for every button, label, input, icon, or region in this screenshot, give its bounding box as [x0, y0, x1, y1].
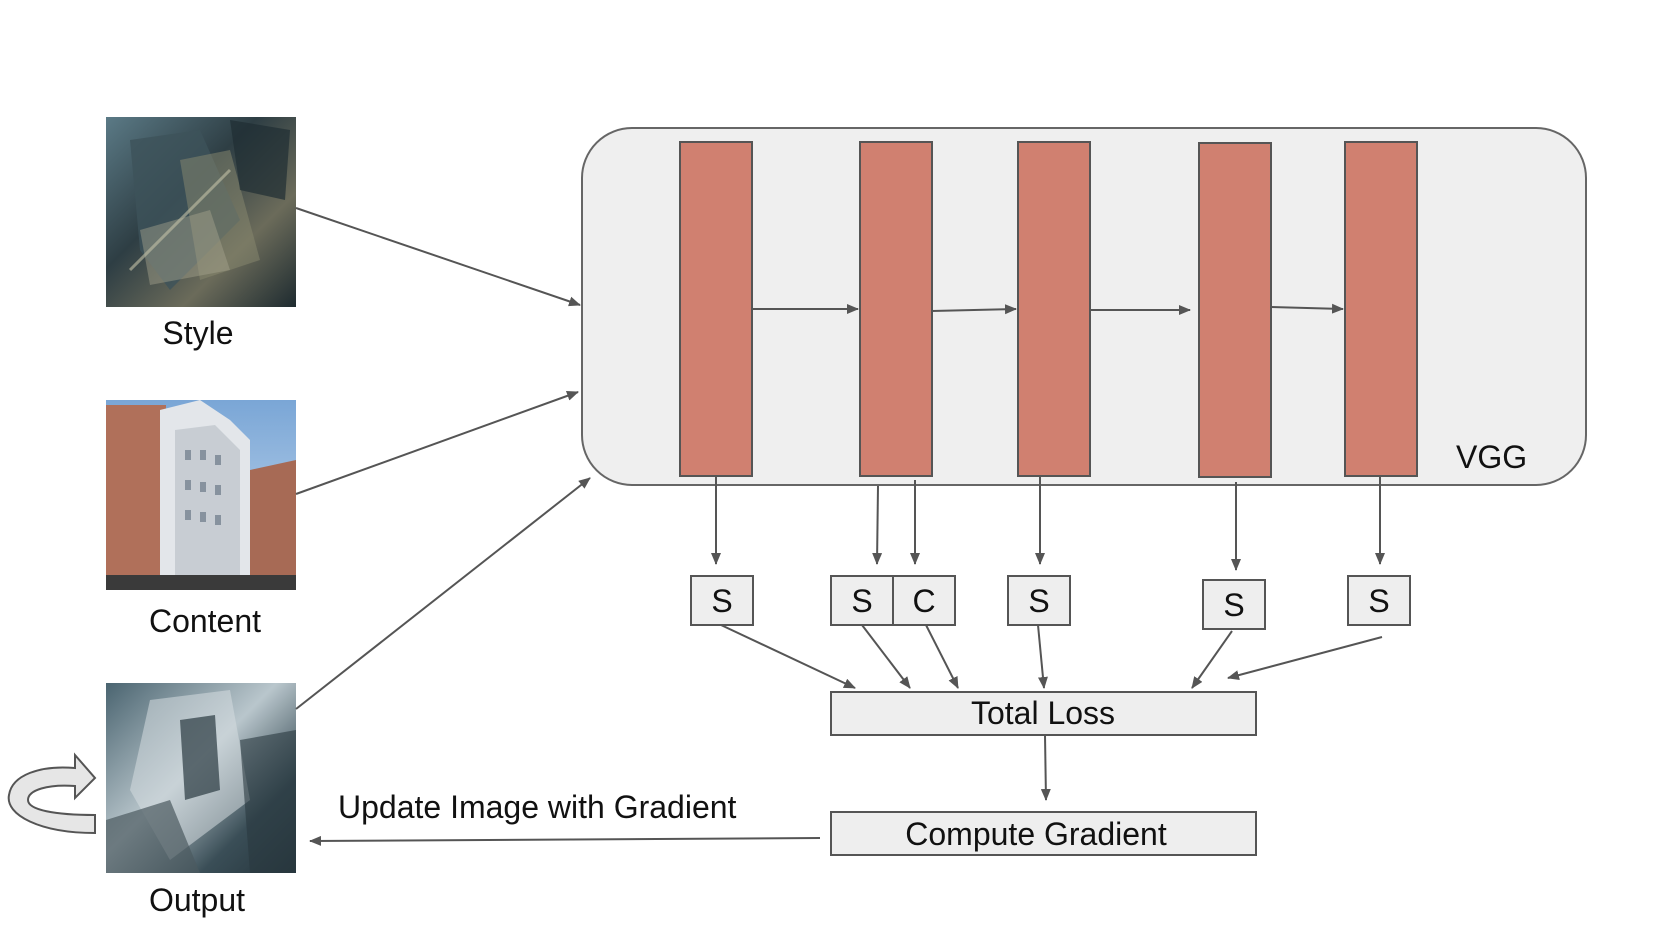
output-caption: Output [149, 882, 245, 918]
loss-box-s3: S [1007, 575, 1071, 626]
loss-box-c: C [892, 575, 956, 626]
vgg-layer-1 [679, 141, 753, 477]
loss-box-s5: S [1347, 575, 1411, 626]
content-image [106, 400, 296, 590]
vgg-label: VGG [1456, 439, 1527, 475]
arrow-output-to-vgg [295, 477, 591, 710]
style-image [106, 117, 296, 307]
arrow-layer4-layer5 [1270, 303, 1344, 314]
arrow-c-total [925, 624, 959, 689]
arrow-gradient-to-output [309, 835, 821, 846]
svg-text:C: C [912, 583, 935, 619]
output-image [106, 683, 296, 873]
vgg-layer-4 [1198, 142, 1272, 478]
svg-text:Compute Gradient: Compute Gradient [905, 816, 1167, 852]
arrow-s4-total [1191, 630, 1233, 689]
style-caption: Style [162, 315, 233, 351]
compute-gradient-box: Compute Gradient [830, 811, 1257, 856]
vgg-layer-5 [1344, 141, 1418, 477]
update-label: Update Image with Gradient [338, 789, 737, 825]
loss-box-s1: S [690, 575, 754, 626]
arrow-s1-total [720, 624, 856, 689]
svg-text:S: S [1368, 583, 1389, 619]
svg-text:S: S [1223, 587, 1244, 623]
curved-loop-arrow-icon [7, 752, 97, 835]
svg-text:S: S [711, 583, 732, 619]
svg-text:Total Loss: Total Loss [971, 695, 1115, 731]
arrow-s5-total [1227, 636, 1383, 681]
arrow-s2-total [861, 624, 911, 689]
arrow-layer2-down-s [872, 485, 883, 565]
loss-box-s4: S [1202, 579, 1266, 630]
total-loss-box: Total Loss [830, 691, 1257, 736]
arrow-style-to-vgg [295, 207, 581, 307]
vgg-layer-2 [859, 141, 933, 477]
content-caption: Content [149, 603, 261, 639]
arrow-s3-total [1037, 624, 1048, 689]
arrow-layer2-layer3 [931, 304, 1017, 315]
svg-text:S: S [851, 583, 872, 619]
svg-text:S: S [1028, 583, 1049, 619]
loss-box-s2: S [830, 575, 894, 626]
arrow-content-to-vgg [295, 391, 579, 495]
vgg-layer-3 [1017, 141, 1091, 477]
arrow-total-to-gradient [1040, 734, 1051, 801]
